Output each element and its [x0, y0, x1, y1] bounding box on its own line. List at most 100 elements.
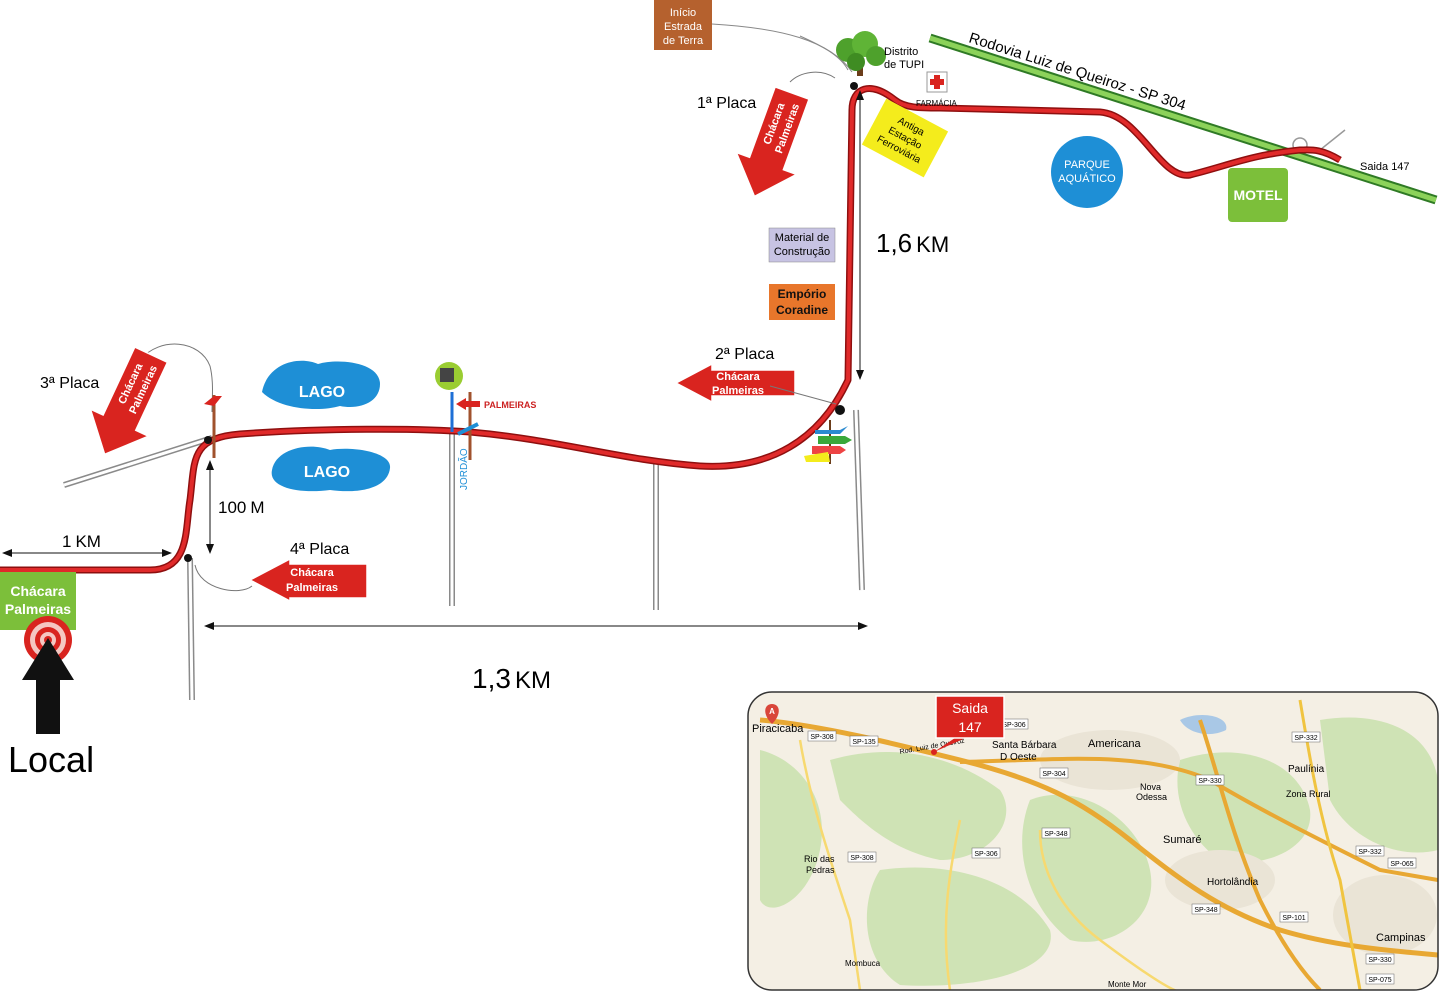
inset-map: A Piracicaba Santa Bárbara D Oeste Ameri…	[747, 691, 1439, 991]
distrito-label: Distrito	[884, 46, 918, 58]
svg-text:Zona Rural: Zona Rural	[1286, 789, 1331, 799]
arrow-placa-4: Chácara Palmeiras	[248, 557, 368, 603]
bus-stop-icon	[435, 362, 463, 432]
emporio-coradine-box: Empório Coradine	[769, 284, 835, 320]
lake-2: LAGO	[271, 446, 391, 492]
svg-text:SP-306: SP-306	[974, 851, 997, 858]
svg-text:Início: Início	[670, 7, 696, 19]
pharmacy-label: FARMÁCIA	[916, 99, 958, 108]
svg-text:LAGO: LAGO	[304, 464, 350, 481]
svg-text:Empório: Empório	[778, 287, 827, 301]
svg-text:Palmeiras: Palmeiras	[712, 385, 764, 397]
placa-1-label: 1ª Placa	[697, 95, 756, 112]
svg-text:AQUÁTICO: AQUÁTICO	[1058, 172, 1116, 185]
svg-text:Santa Bárbara: Santa Bárbara	[992, 740, 1057, 751]
svg-text:Paulínia: Paulínia	[1288, 764, 1325, 775]
svg-text:A: A	[769, 707, 775, 716]
chacara-palmeiras-box: Chácara Palmeiras	[0, 572, 76, 630]
svg-text:de TUPI: de TUPI	[884, 59, 924, 71]
svg-text:SP-330: SP-330	[1368, 957, 1391, 964]
svg-text:Pedras: Pedras	[806, 865, 835, 875]
svg-text:SP-135: SP-135	[852, 739, 875, 746]
arrow-placa-1: Chácara Palmeiras	[735, 85, 810, 198]
svg-text:Coradine: Coradine	[776, 303, 828, 317]
saida-147-badge: Saida 147	[934, 695, 1005, 752]
svg-text:SP-332: SP-332	[1294, 735, 1317, 742]
measure-1km	[2, 549, 172, 557]
measure-1-6km	[856, 90, 864, 380]
jordao-label: JORDÃO	[457, 448, 470, 490]
placa-3-label: 3ª Placa	[40, 375, 99, 392]
svg-text:SP-308: SP-308	[810, 734, 833, 741]
svg-text:SP-065: SP-065	[1390, 861, 1413, 868]
svg-text:Chácara: Chácara	[10, 583, 65, 599]
svg-text:PARQUE: PARQUE	[1064, 159, 1110, 171]
svg-text:147: 147	[958, 719, 982, 735]
antiga-estacao-box: Antiga Estação Ferroviária	[861, 98, 949, 178]
junction-dot	[204, 436, 212, 444]
svg-text:SP-306: SP-306	[1002, 722, 1025, 729]
placa-2-label: 2ª Placa	[715, 346, 774, 363]
svg-text:Americana: Americana	[1088, 738, 1141, 750]
svg-text:Palmeiras: Palmeiras	[5, 601, 71, 617]
junction-dot	[835, 405, 845, 415]
svg-text:MOTEL: MOTEL	[1234, 187, 1283, 203]
svg-text:Hortolândia: Hortolândia	[1207, 877, 1259, 888]
svg-text:Nova: Nova	[1140, 782, 1161, 792]
svg-text:Estrada: Estrada	[664, 21, 703, 33]
material-construcao-box: Material de Construção	[768, 227, 836, 263]
map-marker-icon: A	[765, 704, 779, 724]
junction-dot	[850, 82, 858, 90]
svg-text:SP-101: SP-101	[1282, 915, 1305, 922]
highway-sp304	[928, 33, 1438, 205]
svg-text:Material de: Material de	[775, 232, 829, 244]
svg-text:SP-348: SP-348	[1044, 831, 1067, 838]
svg-text:Palmeiras: Palmeiras	[286, 582, 338, 594]
svg-text:D Oeste: D Oeste	[1000, 752, 1037, 763]
tree-icon	[836, 31, 886, 76]
main-route	[0, 85, 1342, 574]
lake-1: LAGO	[262, 360, 380, 410]
motel-box: MOTEL	[1228, 168, 1288, 222]
palmeiras-sign-label: PALMEIRAS	[484, 400, 536, 410]
measure-1-3km	[204, 622, 868, 630]
local-label: Local	[8, 739, 94, 780]
svg-text:Chácara: Chácara	[716, 371, 760, 383]
parque-aquatico: PARQUE AQUÁTICO	[1051, 136, 1123, 208]
dirt-road-curve	[711, 23, 853, 73]
svg-text:Construção: Construção	[774, 246, 830, 258]
svg-text:Campinas: Campinas	[1376, 932, 1426, 944]
placa-4-label: 4ª Placa	[290, 541, 349, 558]
pharmacy-cross-icon	[926, 71, 948, 93]
svg-text:Mombuca: Mombuca	[845, 959, 881, 968]
exit-label: Saida 147	[1360, 161, 1410, 173]
svg-text:Piracicaba: Piracicaba	[752, 723, 804, 735]
arrow-placa-3: Chácara Palmeiras	[89, 346, 169, 456]
svg-text:SP-348: SP-348	[1194, 907, 1217, 914]
up-arrow-icon	[22, 638, 74, 734]
arrow-placa-2: Chácara Palmeiras	[674, 362, 796, 404]
svg-text:Odessa: Odessa	[1136, 792, 1167, 802]
svg-text:Rio das: Rio das	[804, 854, 835, 864]
inicio-estrada-box: Início Estrada de Terra	[654, 0, 712, 50]
svg-text:Monte Mor: Monte Mor	[1108, 980, 1147, 989]
svg-text:SP-304: SP-304	[1042, 771, 1065, 778]
svg-text:Sumaré: Sumaré	[1163, 834, 1202, 846]
svg-text:Chácara: Chácara	[290, 567, 334, 579]
junction-dot	[184, 554, 192, 562]
svg-text:de Terra: de Terra	[663, 35, 704, 47]
svg-text:SP-075: SP-075	[1368, 977, 1391, 984]
svg-text:SP-330: SP-330	[1198, 778, 1221, 785]
svg-text:SP-308: SP-308	[850, 855, 873, 862]
svg-text:SP-332: SP-332	[1358, 849, 1381, 856]
svg-text:Saida: Saida	[952, 700, 988, 716]
signpost-icon	[804, 420, 852, 464]
svg-text:LAGO: LAGO	[299, 384, 345, 401]
highway-label: Rodovia Luiz de Queiroz - SP 304	[967, 30, 1188, 115]
measure-100m	[206, 460, 214, 554]
